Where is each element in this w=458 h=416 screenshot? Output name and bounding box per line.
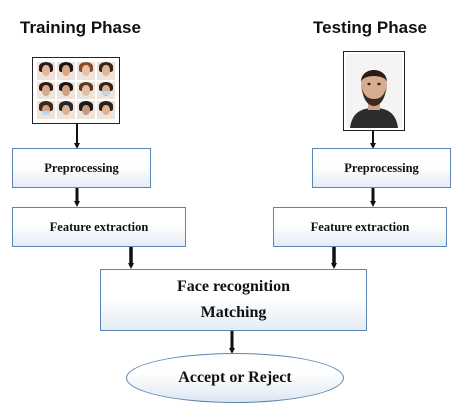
face-thumbnail [37, 101, 55, 119]
training-phase-title: Training Phase [20, 18, 141, 37]
thumbnail-face [62, 84, 70, 96]
face-collage-icon [37, 62, 115, 119]
testing-phase-title: Testing Phase [313, 18, 427, 37]
face-thumbnail [77, 62, 95, 80]
face-thumbnail [97, 62, 115, 80]
thumbnail-face [62, 65, 70, 77]
testing-feature-extraction-label: Feature extraction [310, 219, 410, 234]
accept-or-reject-label: Accept or Reject [178, 369, 292, 386]
face-recognition-label: Face recognition [176, 278, 290, 295]
training-feature-extraction-label: Feature extraction [49, 219, 149, 234]
thumbnail-face [42, 84, 50, 96]
testing-preprocessing-box: Preprocessing [312, 148, 451, 188]
thumbnail-mask [41, 110, 51, 116]
face-thumbnail [57, 101, 75, 119]
face-recognition-matching-box: Face recognition Matching [100, 269, 367, 331]
person-portrait-icon [346, 54, 402, 128]
face-thumbnail [97, 101, 115, 119]
thumbnail-face [82, 65, 90, 77]
training-preprocessing-box: Preprocessing [12, 148, 151, 188]
face-thumbnail [57, 62, 75, 80]
thumbnail-face [82, 104, 90, 116]
thumbnail-face [42, 65, 50, 77]
accept-or-reject-ellipse: Accept or Reject [126, 353, 344, 403]
thumbnail-face [62, 104, 70, 116]
thumbnail-face [42, 104, 50, 116]
testing-preprocessing-label: Preprocessing [344, 160, 419, 175]
face-thumbnail [57, 81, 75, 100]
thumbnail-face [102, 104, 110, 116]
face-thumbnail [77, 81, 95, 100]
face-thumbnail [37, 81, 55, 100]
thumbnail-face [102, 84, 110, 96]
face-thumbnail [97, 81, 115, 100]
training-feature-extraction-box: Feature extraction [12, 207, 186, 247]
matching-label: Matching [200, 304, 267, 321]
training-image-collage [32, 57, 120, 124]
thumbnail-face [82, 84, 90, 96]
testing-feature-extraction-box: Feature extraction [273, 207, 447, 247]
thumbnail-face [102, 65, 110, 77]
testing-image [343, 51, 405, 131]
face-thumbnail [37, 62, 55, 80]
face-thumbnail [77, 101, 95, 119]
thumbnail-mask [101, 90, 111, 96]
training-preprocessing-label: Preprocessing [44, 160, 119, 175]
